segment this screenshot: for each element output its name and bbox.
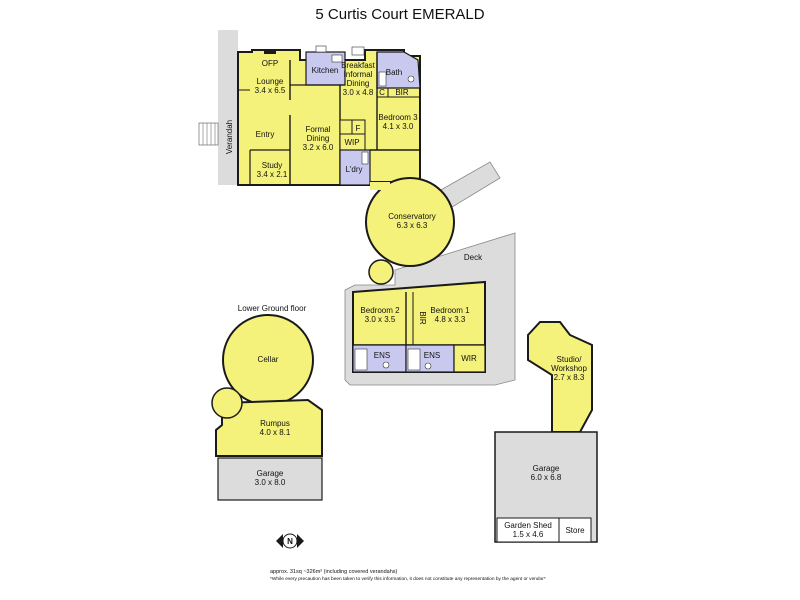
garage-left <box>217 457 323 501</box>
label-study: Study <box>262 161 282 170</box>
label-ldry: L'dry <box>345 165 362 174</box>
label-study-dim: 3.4 x 2.1 <box>257 170 288 179</box>
label-compass: N <box>287 537 293 546</box>
label-bath: Bath <box>386 68 402 77</box>
label-garage-left-dim: 3.0 x 8.0 <box>255 478 286 487</box>
rumpus <box>215 398 323 457</box>
label-kitchen: Kitchen <box>312 66 339 75</box>
label-ens-right: ENS <box>424 351 440 360</box>
sink-icon <box>331 54 343 63</box>
label-lounge-dim: 3.4 x 6.5 <box>255 86 286 95</box>
footer-area: approx. 31sq ~326m² (including covered v… <box>270 569 398 575</box>
label-lounge: Lounge <box>257 77 284 86</box>
label-studio-2: Workshop <box>551 364 587 373</box>
label-breakfast-3: Dining <box>347 79 370 88</box>
spiral-stair-upper <box>368 259 394 285</box>
label-store: Store <box>565 526 585 535</box>
studio-workshop <box>527 321 593 433</box>
label-rumpus: Rumpus <box>260 419 290 428</box>
label-bir-top: BIR <box>395 88 409 97</box>
outbuilding <box>494 321 598 543</box>
verandah-steps <box>198 122 219 146</box>
label-formal-dim: 3.2 x 6.0 <box>303 143 334 152</box>
label-garage-left: Garage <box>257 469 284 478</box>
label-studio-dim: 2.7 x 8.3 <box>554 373 585 382</box>
label-breakfast-2: Informal <box>344 70 373 79</box>
label-bedroom1-dim: 4.8 x 3.3 <box>435 315 466 324</box>
fireplace-icon <box>264 50 276 54</box>
label-studio-1: Studio/ <box>557 355 583 364</box>
label-wip: WIP <box>344 138 359 147</box>
stove-icon <box>315 45 327 53</box>
label-bir-mid: BIR <box>418 311 427 325</box>
wir <box>453 344 486 373</box>
verandah <box>218 30 238 185</box>
label-entry: Entry <box>256 130 275 139</box>
label-bedroom3: Bedroom 3 <box>378 113 418 122</box>
label-deck: Deck <box>464 253 483 262</box>
conservatory <box>365 177 455 267</box>
label-bedroom1: Bedroom 1 <box>430 306 470 315</box>
label-bedroom2-dim: 3.0 x 3.5 <box>365 315 396 324</box>
fridge-icon <box>351 46 365 56</box>
label-conservatory: Conservatory <box>388 212 436 221</box>
label-verandah: Verandah <box>225 120 234 154</box>
basin-icon <box>407 75 415 83</box>
spiral-stair-lower <box>211 387 243 419</box>
laundry-trough-icon <box>361 151 369 165</box>
main-house <box>198 30 421 186</box>
label-conservatory-dim: 6.3 x 6.3 <box>397 221 428 230</box>
lower-ground <box>211 314 323 501</box>
label-ens-left: ENS <box>374 351 390 360</box>
label-formal-2: Dining <box>307 134 330 143</box>
label-breakfast-1: Breakfast <box>341 61 376 70</box>
plan-title: 5 Curtis Court EMERALD <box>315 6 485 23</box>
label-garden-shed-dim: 1.5 x 4.6 <box>513 530 544 539</box>
label-c: C <box>379 88 385 97</box>
toilet-icon <box>378 71 387 87</box>
label-ofp: OFP <box>262 59 278 68</box>
label-garage-right-dim: 6.0 x 6.8 <box>531 473 562 482</box>
label-f: F <box>356 124 361 133</box>
room-labels: Verandah OFP Lounge 3.4 x 6.5 Kitchen Br… <box>225 59 587 546</box>
label-formal-1: Formal <box>306 125 331 134</box>
label-cellar: Cellar <box>258 355 279 364</box>
label-bedroom3-dim: 4.1 x 3.0 <box>383 122 414 131</box>
conservatory-wing <box>344 161 516 386</box>
label-wir: WIR <box>461 354 477 363</box>
footer-disclaimer: *While every precaution has been taken t… <box>270 577 546 582</box>
compass-icon <box>276 533 304 549</box>
store <box>558 517 592 543</box>
label-garden-shed: Garden Shed <box>504 521 552 530</box>
label-breakfast-dim: 3.0 x 4.8 <box>343 88 374 97</box>
label-garage-right: Garage <box>533 464 560 473</box>
label-lower-ground: Lower Ground floor <box>238 304 307 313</box>
label-rumpus-dim: 4.0 x 8.1 <box>260 428 291 437</box>
label-bedroom2: Bedroom 2 <box>360 306 400 315</box>
